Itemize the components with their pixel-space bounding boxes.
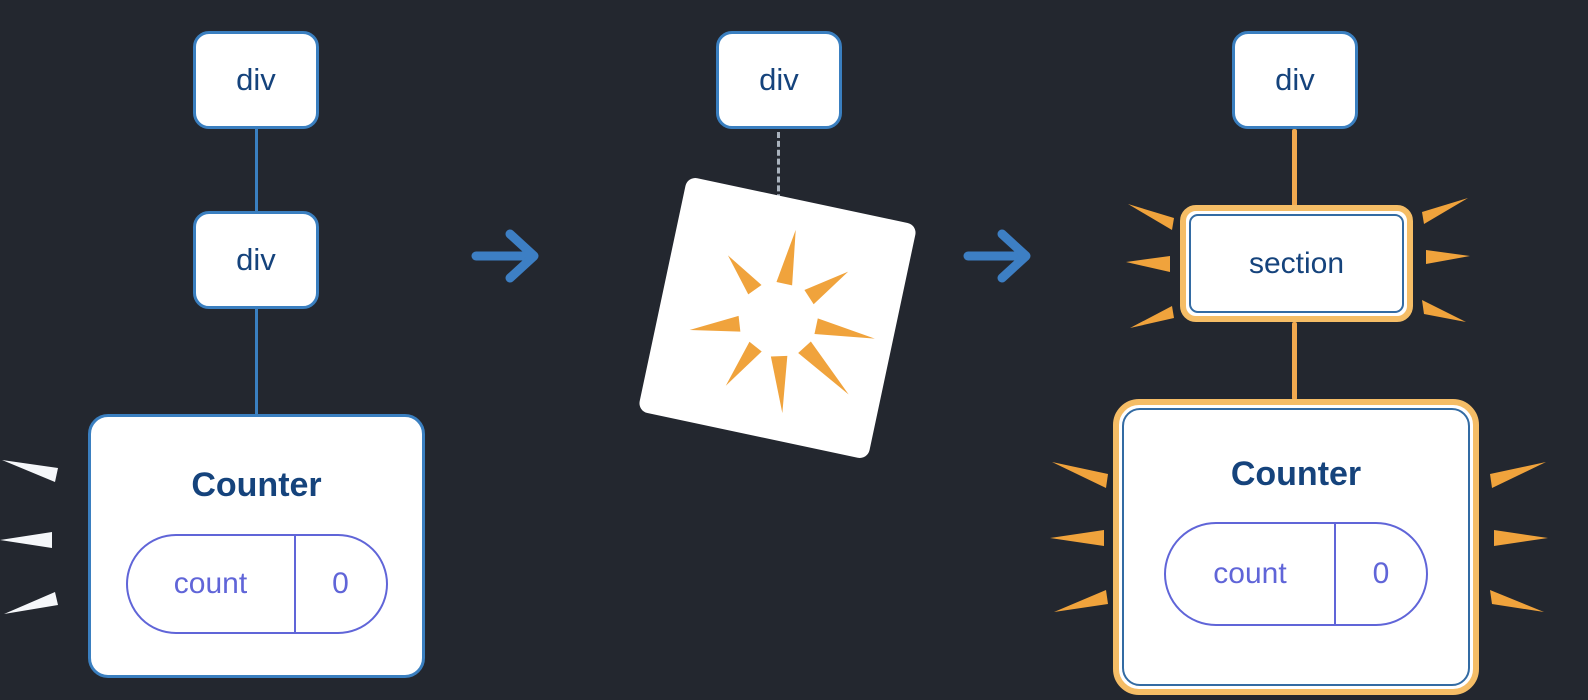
dashed-connector-line: [777, 132, 780, 218]
tree-node-div-child-before: div: [193, 211, 319, 309]
counter-card-before: Counter count 0: [88, 414, 425, 678]
connector-line-orange: [1292, 322, 1297, 400]
arrow-right-icon: [963, 229, 1031, 283]
orange-spark-burst-icon: [1050, 462, 1108, 612]
tree-node-section-highlighted: section: [1180, 205, 1413, 322]
counter-card-highlighted: Counter count 0: [1113, 399, 1479, 695]
white-spark-burst-icon: [0, 460, 58, 614]
state-key: count: [173, 567, 248, 600]
connector-line: [255, 308, 258, 414]
orange-spark-burst-icon: [1126, 204, 1174, 328]
tree-node-section-label: section: [1189, 214, 1404, 313]
tree-node-div-root-during: div: [716, 31, 842, 129]
orange-spark-burst-icon: [1490, 462, 1548, 612]
counter-title: Counter: [191, 466, 322, 504]
state-value: 0: [1334, 524, 1426, 624]
tree-node-div-root-before: div: [193, 31, 319, 129]
counter-card-inner: Counter count 0: [1122, 408, 1470, 686]
counter-title: Counter: [1230, 455, 1362, 493]
tree-node-div-root-after: div: [1232, 31, 1358, 129]
state-pill: count 0: [1164, 522, 1428, 626]
connector-line-orange: [1292, 129, 1297, 207]
connector-line: [255, 129, 258, 211]
state-value: 0: [293, 536, 386, 632]
orange-spark-burst-icon: [1422, 198, 1470, 322]
state-pill: count 0: [125, 534, 388, 634]
explosion-shards: [689, 229, 875, 414]
state-key: count: [1213, 557, 1287, 590]
arrow-right-icon: [471, 229, 539, 283]
explosion-burst-icon: [637, 176, 918, 460]
